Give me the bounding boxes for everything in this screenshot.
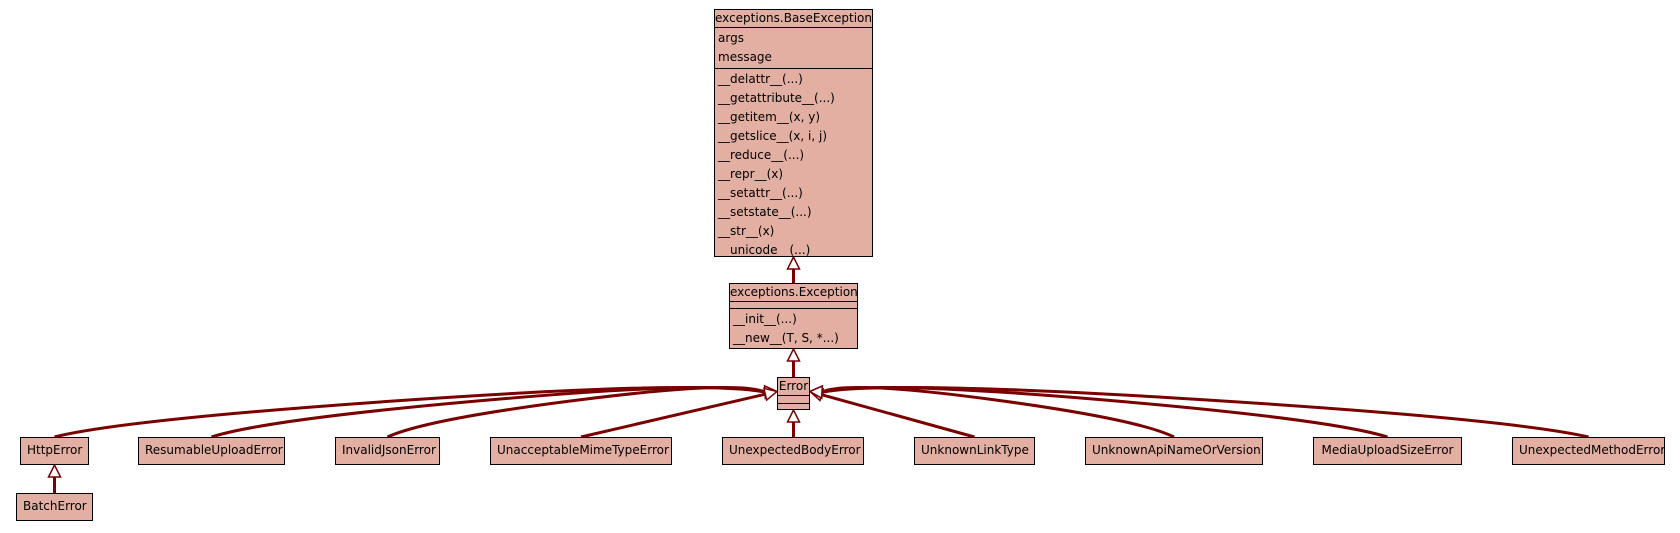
method-item: __getattribute__(...) (718, 91, 835, 105)
class-exception[interactable]: exceptions.Exception __init__(...) __new… (729, 283, 858, 349)
method-item: __setattr__(...) (718, 186, 803, 200)
methods-section: __init__(...) __new__(T, S, *...) (730, 309, 857, 349)
inheritance-edge (821, 385, 1589, 439)
class-invalid-json-error[interactable]: InvalidJsonError (335, 437, 440, 465)
method-item: __setstate__(...) (718, 205, 812, 219)
class-unknown-api-name-or-version[interactable]: UnknownApiNameOrVersion (1085, 437, 1263, 465)
class-title: ResumableUploadError (145, 443, 283, 457)
class-resumable-upload-error[interactable]: ResumableUploadError (138, 437, 285, 465)
attributes-section (730, 302, 857, 309)
class-title: BatchError (23, 499, 87, 513)
method-item: __delattr__(...) (718, 72, 803, 86)
class-title: InvalidJsonError (342, 443, 436, 457)
inheritance-edge (386, 385, 766, 439)
class-title: Error (778, 378, 809, 396)
class-batch-error[interactable]: BatchError (16, 493, 93, 521)
class-title: UnknownApiNameOrVersion (1092, 443, 1261, 457)
class-title: exceptions.BaseException (715, 10, 872, 28)
inheritance-edge (821, 393, 975, 439)
method-item: __repr__(x) (718, 167, 784, 181)
class-unacceptable-mime-type-error[interactable]: UnacceptableMimeTypeError (490, 437, 672, 465)
method-item: __getitem__(x, y) (718, 110, 821, 124)
method-item: __getslice__(x, i, j) (718, 129, 827, 143)
inheritance-arrowhead (47, 463, 62, 478)
method-item: __init__(...) (733, 312, 797, 326)
class-http-error[interactable]: HttpError (20, 437, 89, 465)
method-item: __unicode__(...) (718, 243, 811, 257)
class-title: exceptions.Exception (730, 284, 857, 302)
class-unexpected-body-error[interactable]: UnexpectedBodyError (722, 437, 864, 465)
inheritance-arrowhead (786, 347, 801, 362)
class-unexpected-method-error[interactable]: UnexpectedMethodError (1512, 437, 1665, 465)
class-title: UnknownLinkType (921, 443, 1029, 457)
class-title: HttpError (27, 443, 83, 457)
class-media-upload-size-error[interactable]: MediaUploadSizeError (1313, 437, 1462, 465)
methods-section: __delattr__(...) __getattribute__(...) _… (715, 69, 872, 261)
class-title: UnexpectedMethodError (1519, 443, 1664, 457)
attributes-section: args message (715, 28, 872, 69)
class-title: MediaUploadSizeError (1321, 443, 1454, 457)
attribute-item: message (718, 50, 772, 64)
attribute-item: args (718, 31, 744, 45)
attributes-section (778, 396, 809, 404)
inheritance-edge (580, 392, 766, 439)
methods-section (778, 404, 809, 410)
class-unknown-link-type[interactable]: UnknownLinkType (914, 437, 1035, 465)
method-item: __str__(x) (718, 224, 775, 238)
method-item: __reduce__(...) (718, 148, 805, 162)
class-error[interactable]: Error (777, 377, 810, 410)
class-base-exception[interactable]: exceptions.BaseException args message __… (714, 9, 873, 257)
inheritance-arrowhead (786, 408, 801, 423)
class-title: UnexpectedBodyError (729, 443, 861, 457)
method-item: __new__(T, S, *...) (733, 331, 839, 345)
class-title: UnacceptableMimeTypeError (497, 443, 669, 457)
